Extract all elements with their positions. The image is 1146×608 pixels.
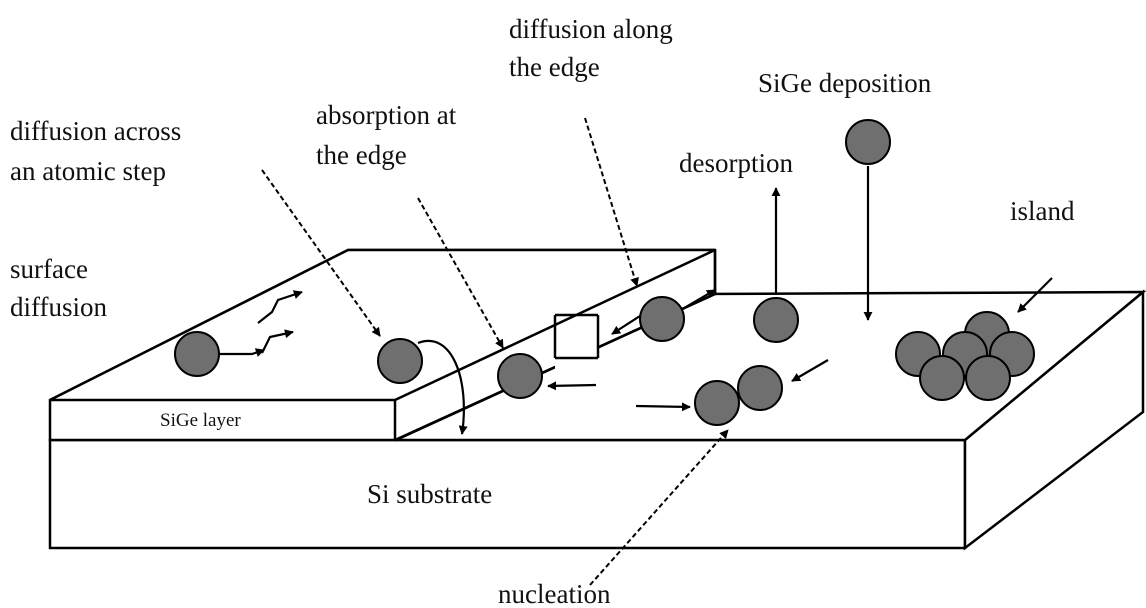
substrate-front-face: [48, 438, 967, 550]
label-desorption: desorption: [679, 148, 793, 178]
atom-edge-diffusion: [639, 296, 685, 342]
label-diffusion-across-2: an atomic step: [10, 156, 166, 186]
absorption-arrow: [547, 381, 597, 391]
label-diffusion-along-1: diffusion along: [509, 14, 673, 44]
leader-absorption: [417, 197, 504, 349]
label-surface-1: surface: [10, 254, 88, 284]
label-si-substrate: Si substrate: [367, 479, 492, 509]
edge-diffusion-arrow-right: [685, 289, 716, 308]
atom-nucleation-2: [737, 365, 783, 411]
island-cluster: [895, 311, 1035, 401]
atom-edge-absorption: [497, 353, 543, 399]
surface-diffusion-arrow-1: [220, 348, 265, 357]
atom-desorption: [753, 297, 799, 343]
leader-arrows: [261, 117, 729, 586]
label-nucleation: nucleation: [498, 579, 611, 608]
si-substrate-block: [48, 289, 1146, 551]
label-absorption-1: absorption at: [316, 100, 457, 130]
label-absorption-2: the edge: [316, 140, 407, 170]
atom-nucleation-1: [694, 380, 740, 426]
leader-nucleation: [589, 429, 729, 586]
process-arrows: [220, 166, 1053, 435]
labels: diffusion along the edge SiGe deposition…: [10, 14, 1075, 608]
atom-surface-diffusion: [174, 331, 220, 377]
island-arrow: [1017, 277, 1053, 313]
label-sige-deposition: SiGe deposition: [758, 68, 932, 98]
leader-diffusion-across: [261, 169, 381, 337]
label-surface-2: diffusion: [10, 292, 108, 322]
label-diffusion-across-1: diffusion across: [10, 116, 181, 146]
edge-diffusion-arrow-left: [611, 315, 641, 335]
atom-step-crossing: [377, 338, 423, 384]
atoms: [174, 119, 891, 426]
surface-diffusion-arrow-3: [257, 290, 303, 324]
nucleation-arrow-right: [791, 359, 829, 382]
label-sige-layer: SiGe layer: [160, 410, 241, 431]
step-crossing-arrow: [417, 339, 468, 435]
edge-kink: [553, 313, 600, 376]
surface-diffusion-arrow-2: [261, 329, 294, 354]
nucleation-arrow-left: [635, 402, 691, 412]
label-diffusion-along-2: the edge: [509, 52, 600, 82]
leader-diffusion-along: [584, 117, 639, 287]
label-island: island: [1010, 196, 1075, 226]
atom-deposition: [845, 119, 891, 165]
